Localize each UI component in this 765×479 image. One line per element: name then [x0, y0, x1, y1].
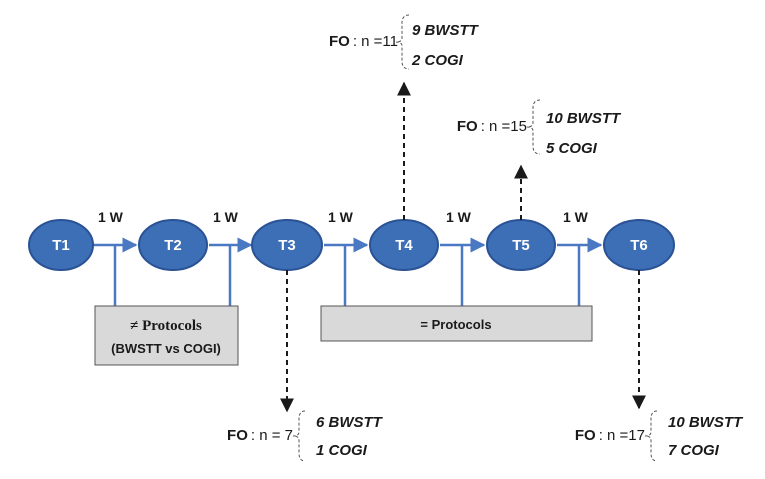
- node-t1-label: T1: [52, 237, 70, 254]
- week-label-4: 1 W: [446, 209, 472, 225]
- follow-up-t5-count: : n =15: [481, 118, 527, 135]
- follow-up-t6-brace: [644, 410, 658, 462]
- node-t6: T6: [603, 219, 675, 271]
- follow-up-t6: FO: n =17 10 BWSTT 7 COGI: [575, 410, 744, 462]
- node-t6-label: T6: [630, 237, 648, 254]
- protocol-stems: [113, 245, 581, 306]
- protocol-box-same-title: = Protocols: [420, 317, 491, 332]
- follow-up-t3: FO: n = 7 6 BWSTT 1 COGI: [227, 410, 384, 462]
- follow-up-t4: FO: n =11 9 BWSTT 2 COGI: [329, 14, 480, 70]
- week-label-1: 1 W: [98, 209, 124, 225]
- node-t4: T4: [369, 219, 439, 271]
- follow-up-t3-line-1: 6 BWSTT: [316, 414, 384, 431]
- follow-up-t6-n: FO: n =17: [575, 427, 645, 444]
- follow-up-t3-brace: [292, 410, 306, 462]
- week-labels: 1 W 1 W 1 W 1 W 1 W: [98, 209, 589, 225]
- protocol-box-same: = Protocols: [320, 305, 593, 342]
- protocol-box-same-shape: [320, 305, 593, 342]
- follow-up-t6-line-1: 10 BWSTT: [668, 414, 744, 431]
- follow-up-t3-n: FO: n = 7: [227, 427, 293, 444]
- follow-up-t4-brace: [395, 14, 410, 70]
- timepoint-nodes: T1 T2 T3 T4 T5 T6: [28, 219, 675, 271]
- follow-up-t3-fo: FO: [227, 427, 248, 444]
- follow-up-t3-line-2: 1 COGI: [316, 442, 368, 459]
- follow-up-t6-fo: FO: [575, 427, 596, 444]
- week-label-5: 1 W: [563, 209, 589, 225]
- follow-up-t4-line-1: 9 BWSTT: [412, 22, 480, 39]
- follow-up-t4-fo: FO: [329, 33, 350, 50]
- node-t3: T3: [251, 219, 323, 271]
- node-t2-label: T2: [164, 237, 182, 254]
- node-t5: T5: [486, 219, 556, 271]
- follow-up-t3-count: : n = 7: [251, 427, 293, 444]
- protocol-box-different: ≠ Protocols (BWSTT vs COGI): [94, 305, 239, 366]
- follow-up-t4-n: FO: n =11: [329, 33, 398, 50]
- follow-up-t5-line-2: 5 COGI: [546, 140, 598, 157]
- follow-up-t5-line-1: 10 BWSTT: [546, 110, 622, 127]
- node-t1-shape: [28, 219, 94, 271]
- follow-up-t5-n: FO: n =15: [457, 118, 527, 135]
- follow-up-arrows: [280, 81, 646, 413]
- node-t5-label: T5: [512, 237, 530, 254]
- node-t3-label: T3: [278, 237, 296, 254]
- follow-up-t5: FO: n =15 10 BWSTT 5 COGI: [457, 99, 622, 157]
- follow-up-t5-brace: [526, 99, 541, 155]
- week-label-2: 1 W: [213, 209, 239, 225]
- node-t4-label: T4: [395, 237, 413, 254]
- node-t2-shape: [138, 219, 208, 271]
- protocol-box-different-title: ≠ Protocols: [130, 318, 202, 334]
- follow-up-t4-count: : n =11: [353, 33, 398, 50]
- week-label-3: 1 W: [328, 209, 354, 225]
- protocol-box-different-subtitle: (BWSTT vs COGI): [111, 341, 221, 356]
- node-t1: T1: [28, 219, 94, 271]
- follow-up-t6-line-2: 7 COGI: [668, 442, 720, 459]
- protocol-box-different-shape: [94, 305, 239, 366]
- node-t2: T2: [138, 219, 208, 271]
- follow-up-t5-fo: FO: [457, 118, 478, 135]
- follow-up-t6-count: : n =17: [599, 427, 645, 444]
- follow-up-t4-line-2: 2 COGI: [411, 52, 464, 69]
